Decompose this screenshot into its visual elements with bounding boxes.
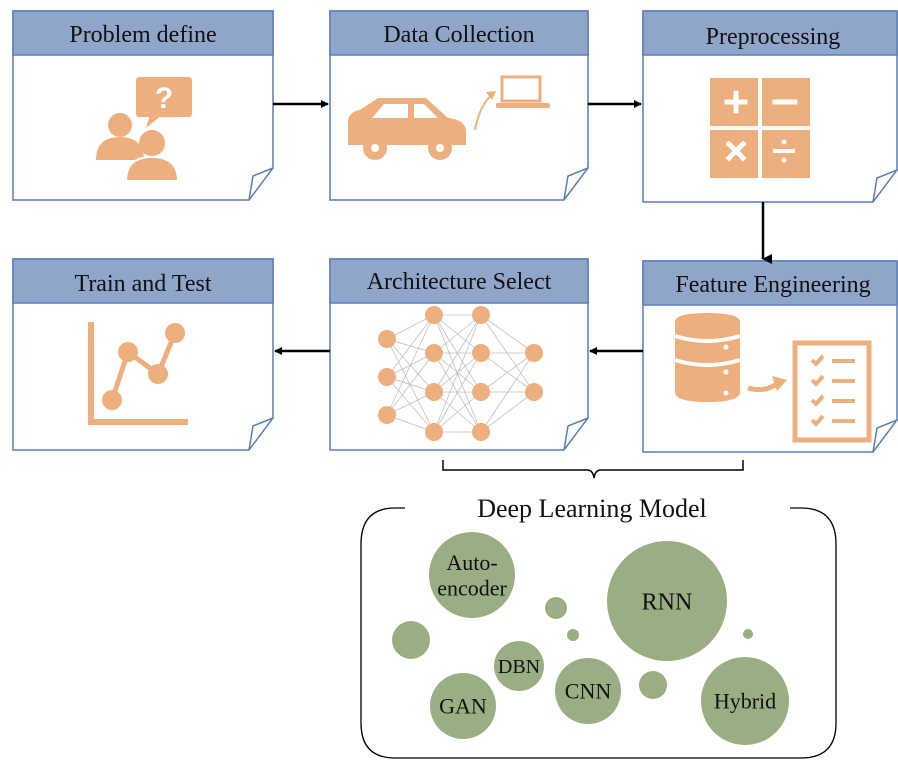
svg-text:?: ?: [155, 82, 173, 115]
bubble-label: encoder: [437, 575, 507, 600]
bubble-label: Hybrid: [714, 689, 776, 714]
bubble-label: CNN: [565, 679, 612, 704]
model-bubble-auto-encoder: Auto-encoder: [429, 532, 515, 618]
nn-node: [472, 383, 490, 401]
bubble-circle: [567, 629, 579, 641]
bubble-circle: [743, 629, 753, 639]
bubble-label: GAN: [439, 694, 487, 719]
model-bubble-cnn: CNN: [555, 658, 621, 724]
decor-bubble: [639, 671, 667, 699]
step-title: Architecture Select: [367, 269, 552, 295]
step-card-architecture: Architecture Select: [329, 258, 589, 451]
step-card-data: Data Collection: [329, 10, 589, 201]
nn-node: [378, 368, 396, 386]
nn-node: [425, 383, 443, 401]
neural-network-icon: [378, 306, 543, 441]
bubble-circle: [607, 541, 727, 661]
nn-node: [525, 383, 543, 401]
model-bubble-dbn: DBN: [494, 641, 544, 691]
step-title: Train and Test: [75, 271, 212, 297]
bubble-circle: [430, 673, 496, 739]
bubble-circle: [701, 657, 789, 745]
database-checklist-icon: [674, 313, 872, 443]
bubble-label: Auto-: [446, 550, 497, 575]
bubble-circle: [639, 671, 667, 699]
calculator-icon: [710, 78, 810, 178]
step-title: Data Collection: [383, 22, 534, 48]
flow-arrows: [273, 100, 772, 355]
car-to-laptop-icon: [348, 75, 550, 160]
step-title: Preprocessing: [706, 24, 841, 50]
nn-node: [472, 423, 490, 441]
nn-node: [425, 306, 443, 324]
step-card-preprocess: Preprocessing: [642, 10, 898, 203]
nn-node: [525, 344, 543, 362]
brace: [442, 460, 744, 479]
decor-bubble: [743, 629, 753, 639]
bubble-circle: [392, 621, 430, 659]
model-bubble-hybrid: Hybrid: [701, 657, 789, 745]
bubble-label: RNN: [642, 589, 693, 615]
people-question-icon: ?: [96, 77, 192, 182]
decor-bubble: [392, 621, 430, 659]
step-card-problem: Problem define ?: [12, 10, 274, 201]
bubble-circle: [494, 641, 544, 691]
decor-bubble: [567, 629, 579, 641]
panel-title: Deep Learning Model: [477, 494, 707, 523]
nn-node: [425, 344, 443, 362]
model-bubble-gan: GAN: [430, 673, 496, 739]
bubble-circle: [429, 532, 515, 618]
nn-node: [425, 423, 443, 441]
line-chart-icon: [88, 322, 188, 425]
step-card-feature: Feature Engineering: [642, 260, 898, 453]
nn-node: [378, 330, 396, 348]
bubble-circle: [545, 597, 567, 619]
nn-node: [378, 406, 396, 424]
nn-node: [472, 306, 490, 324]
step-card-train: Train and Test: [12, 258, 274, 451]
step-title: Feature Engineering: [675, 272, 870, 298]
bubble-circle: [555, 658, 621, 724]
step-title: Problem define: [69, 22, 216, 48]
bubble-label: DBN: [498, 656, 540, 678]
model-bubble-rnn: RNN: [607, 541, 727, 661]
nn-node: [472, 344, 490, 362]
decor-bubble: [545, 597, 567, 619]
